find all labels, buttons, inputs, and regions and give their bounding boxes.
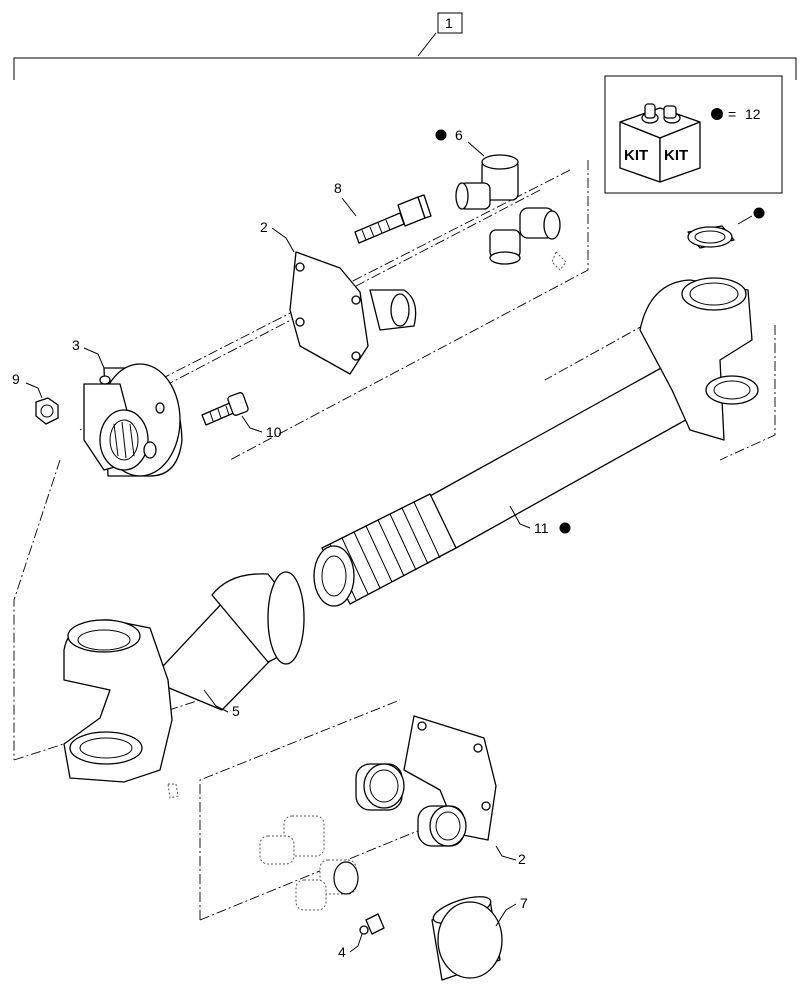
cross-6 — [455, 154, 567, 271]
kit-label-right: KIT — [664, 147, 688, 164]
bearing-ring — [687, 225, 735, 249]
callout-1: 1 — [445, 15, 453, 31]
kit-label-left: KIT — [624, 147, 648, 164]
spline-shaft-11 — [313, 277, 759, 607]
bolt-8 — [354, 194, 432, 244]
kit-bullet-11 — [559, 522, 571, 534]
callout-10: 10 — [266, 424, 282, 440]
callout-2-bottom: 2 — [518, 851, 526, 867]
hub-3 — [83, 363, 183, 477]
assembly-bracket: 1 — [13, 12, 797, 80]
callout-4: 4 — [338, 944, 346, 960]
cross-ghost-bottom — [259, 815, 359, 911]
flange-2-bottom — [355, 715, 497, 847]
kit-bullet — [711, 108, 723, 120]
callout-11: 11 — [534, 520, 549, 536]
cap-7 — [431, 896, 503, 981]
kit-box-icon: KIT KIT — [619, 103, 701, 183]
screw-10 — [201, 392, 249, 426]
flange-2-top — [289, 251, 417, 375]
callout-2-top: 2 — [260, 219, 268, 235]
callout-7: 7 — [520, 895, 528, 911]
kit-legend: KIT KIT = 12 — [604, 75, 783, 194]
yoke-shaft-5 — [63, 571, 305, 799]
callout-6: 6 — [455, 127, 463, 143]
nut-9 — [35, 397, 59, 425]
callout-8: 8 — [334, 180, 342, 196]
callout-9: 9 — [12, 371, 20, 387]
kit-bullet-6 — [435, 129, 447, 141]
callout-5: 5 — [232, 703, 240, 719]
kit-equals: = — [728, 106, 736, 122]
grease-fitting-4 — [359, 913, 385, 935]
callout-3: 3 — [72, 337, 80, 353]
kit-bullet-bearing — [753, 207, 765, 219]
callout-12: 12 — [745, 106, 761, 122]
